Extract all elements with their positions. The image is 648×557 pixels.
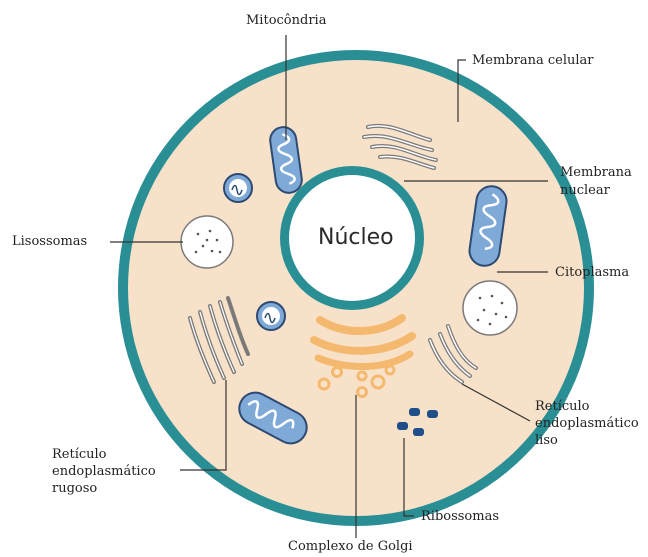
- label-complexo-golgi: Complexo de Golgi: [288, 538, 413, 555]
- label-ret-liso-3: liso: [535, 432, 558, 449]
- label-ret-liso-1: Retículo: [535, 398, 590, 415]
- label-ret-rugoso-1: Retículo: [52, 446, 107, 463]
- label-ret-rugoso-2: endoplasmático: [52, 463, 156, 480]
- label-membrana-nuclear-2: nuclear: [560, 182, 610, 199]
- mitochondrion-small-bottom: [257, 302, 285, 330]
- label-lisossomas: Lisossomas: [12, 233, 87, 250]
- label-membrana-celular: Membrana celular: [472, 52, 594, 69]
- label-ret-rugoso-3: rugoso: [52, 480, 97, 497]
- lysosome-left: [181, 216, 233, 268]
- mitochondrion-small-top: [224, 174, 252, 202]
- label-ret-liso-2: endoplasmático: [535, 415, 639, 432]
- label-mitocondria: Mitocôndria: [246, 12, 326, 29]
- label-membrana-nuclear-1: Membrana: [560, 164, 632, 181]
- label-citoplasma: Citoplasma: [555, 264, 629, 281]
- nucleus-label: Núcleo: [318, 225, 394, 250]
- label-ribossomas: Ribossomas: [421, 508, 499, 525]
- lysosome-right: [463, 281, 517, 335]
